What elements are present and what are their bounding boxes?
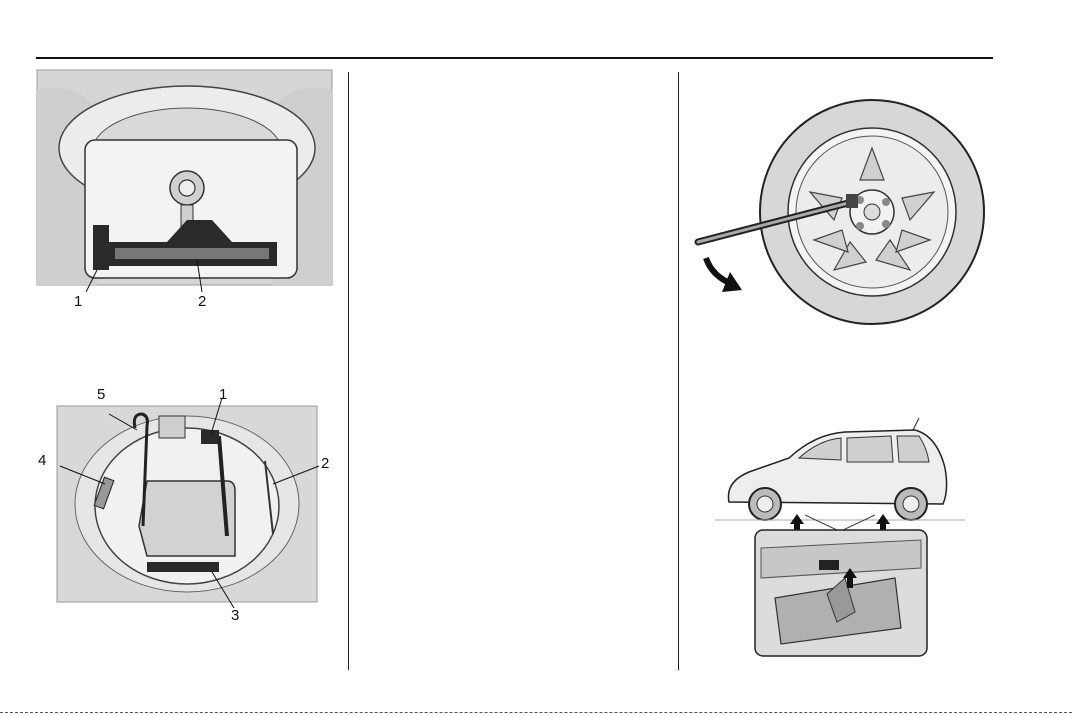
callout-spare-1: 1 bbox=[74, 294, 82, 309]
callout-tool-3: 3 bbox=[231, 608, 239, 623]
column-divider-right bbox=[678, 72, 679, 670]
column-divider-left bbox=[348, 72, 349, 670]
callout-spare-2: 2 bbox=[198, 294, 206, 309]
footer-rule bbox=[0, 712, 1072, 713]
callout-tool-5: 5 bbox=[97, 387, 105, 402]
callout-tool-2: 2 bbox=[321, 456, 329, 471]
figure-spare-wheel-well bbox=[37, 70, 332, 310]
figure-wheel-nut-wrench bbox=[690, 80, 990, 300]
callout-tool-1: 1 bbox=[219, 387, 227, 402]
figure-tool-kit bbox=[37, 386, 337, 616]
figure-jack-points bbox=[715, 418, 965, 658]
header-rule bbox=[36, 57, 993, 59]
callout-tool-4: 4 bbox=[38, 453, 46, 468]
